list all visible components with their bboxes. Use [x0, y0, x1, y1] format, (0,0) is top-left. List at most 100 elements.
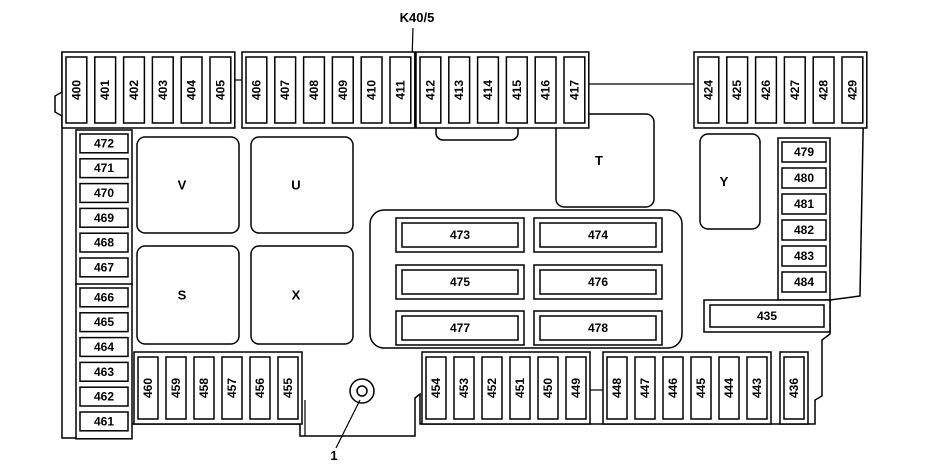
fuse-471-label: 471 — [94, 161, 114, 175]
fuse-457: 457 — [221, 356, 243, 420]
fuse-483: 483 — [781, 245, 827, 267]
center-panel — [369, 209, 683, 349]
fuse-469-label: 469 — [94, 211, 114, 225]
fuse-425: 425 — [726, 56, 749, 124]
fuse-458-label: 458 — [197, 378, 211, 398]
fuse-458: 458 — [193, 356, 215, 420]
fuse-447: 447 — [634, 356, 656, 420]
fuse-480-label: 480 — [794, 171, 814, 185]
fuse-414: 414 — [476, 56, 500, 124]
fuse-461: 461 — [79, 411, 129, 432]
fuse-415: 415 — [505, 56, 528, 124]
fuse-457-label: 457 — [225, 378, 239, 398]
fuse-426-label: 426 — [759, 80, 773, 100]
fuse-417: 417 — [563, 56, 586, 124]
fuse-482: 482 — [781, 219, 827, 241]
relay-x: X — [250, 245, 354, 345]
fuse-413-label: 413 — [452, 80, 466, 100]
fuse-454-label: 454 — [429, 378, 443, 398]
fuse-405: 405 — [209, 56, 232, 124]
fuse-413: 413 — [448, 56, 471, 124]
fuse-444: 444 — [718, 356, 740, 420]
fuse-463-label: 463 — [94, 365, 114, 379]
fuse-463: 463 — [79, 361, 129, 382]
fuse-447-label: 447 — [638, 378, 652, 398]
fuse-470-label: 470 — [94, 186, 114, 200]
fuse-462: 462 — [79, 386, 129, 407]
fuse-417-label: 417 — [567, 80, 581, 100]
relay-y-label: Y — [720, 174, 729, 189]
fuse-407-label: 407 — [278, 80, 292, 100]
top-group-1: 400 401 402 403 404 405 — [61, 51, 236, 129]
fuse-408-label: 408 — [307, 80, 321, 100]
fuse-481: 481 — [781, 193, 827, 215]
fuse-462-label: 462 — [94, 390, 114, 404]
fuse-402-label: 402 — [127, 80, 141, 100]
fuse-456-label: 456 — [253, 378, 267, 398]
fuse-401: 401 — [94, 56, 117, 124]
fuse-411: 411 — [389, 56, 412, 124]
fuse-411-label: 411 — [393, 80, 407, 100]
fuse-459-label: 459 — [169, 378, 183, 398]
fuse-443-label: 443 — [750, 378, 764, 398]
fuse-406-label: 406 — [249, 80, 263, 100]
fuse-475-label: 475 — [450, 275, 470, 289]
fuse-474: 474 — [533, 217, 663, 253]
fuse-477: 477 — [395, 310, 525, 346]
right-column: 479 480 481 482 483 484 — [777, 137, 831, 301]
fuse-404-label: 404 — [185, 80, 199, 100]
fuse-435-label: 435 — [757, 309, 777, 323]
fuse-409: 409 — [331, 56, 354, 124]
fuse-483-label: 483 — [794, 249, 814, 263]
fuse-400: 400 — [65, 56, 88, 124]
fuse-484: 484 — [781, 271, 827, 293]
fuse-459: 459 — [165, 356, 187, 420]
relay-x-label: X — [292, 288, 301, 303]
fuse-414-label: 414 — [481, 80, 495, 100]
fuse-484-label: 484 — [794, 275, 814, 289]
fuse-409-label: 409 — [336, 80, 350, 100]
fuse-box-outline — [54, 52, 865, 439]
mounting-bolt — [349, 378, 375, 404]
fuse-454: 454 — [425, 356, 447, 420]
fuse-476: 476 — [533, 264, 663, 300]
relay-v-label: V — [178, 178, 187, 193]
relay-u: U — [250, 136, 354, 234]
fuse-460: 460 — [137, 356, 159, 420]
fuse-479-label: 479 — [794, 145, 814, 159]
fuse-412-label: 412 — [423, 80, 437, 100]
relay-y: Y — [699, 133, 761, 230]
fuse-448-label: 448 — [610, 378, 624, 398]
relay-s: S — [136, 245, 240, 345]
fuse-464: 464 — [79, 336, 129, 358]
fuse-449-label: 449 — [569, 378, 583, 398]
fuse-464-label: 464 — [94, 340, 114, 354]
fuse-455: 455 — [277, 356, 299, 420]
fuse-449: 449 — [565, 356, 587, 420]
fuse-446-label: 446 — [666, 378, 680, 398]
k40-5-label: K40/5 — [400, 10, 435, 25]
fuse-453-label: 453 — [457, 378, 471, 398]
fuse-410: 410 — [360, 56, 383, 124]
fuse-465-label: 465 — [94, 315, 114, 329]
bottom-group-3: 448 447 446 445 444 443 — [602, 351, 772, 425]
fuse-443: 443 — [746, 356, 768, 420]
fuse-476-label: 476 — [588, 275, 608, 289]
fuse-445-label: 445 — [694, 378, 708, 398]
fuse-426: 426 — [754, 56, 778, 124]
fuse-445: 445 — [690, 356, 712, 420]
fuse-427-label: 427 — [788, 80, 802, 100]
fuse-467: 467 — [79, 257, 129, 278]
fuse-403-label: 403 — [156, 80, 170, 100]
fuse-471: 471 — [79, 158, 129, 179]
fuse-403: 403 — [151, 56, 174, 124]
fuse-455-label: 455 — [281, 378, 295, 398]
fuse-407: 407 — [274, 56, 297, 124]
bottom-group-4: 436 — [779, 351, 809, 425]
